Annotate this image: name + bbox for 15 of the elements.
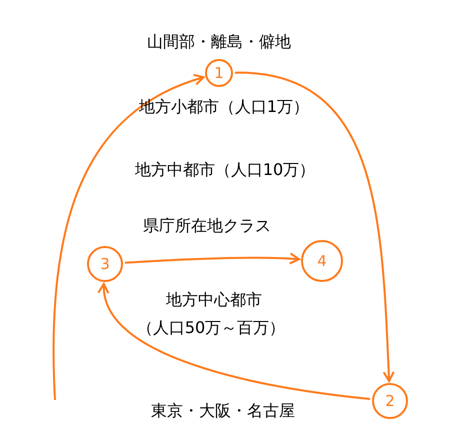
arrow xyxy=(234,72,395,382)
circled-number: 2 xyxy=(372,383,408,419)
arrow xyxy=(52,74,205,400)
circled-number: 4 xyxy=(301,240,343,282)
text-label: （人口50万～百万） xyxy=(136,318,286,338)
text-label: 地方小都市（人口1万） xyxy=(138,97,310,117)
text-label: 地方中都市（人口10万） xyxy=(134,160,316,180)
arrow xyxy=(124,252,300,265)
text-label: 東京・大阪・名古屋 xyxy=(151,401,295,421)
circled-number: 1 xyxy=(205,59,233,87)
text-label: 地方中心都市 xyxy=(166,290,262,310)
text-label: 山間部・離島・僻地 xyxy=(147,32,291,52)
circled-number: 3 xyxy=(87,246,123,282)
text-label: 県庁所在地クラス xyxy=(143,216,271,236)
arrow xyxy=(98,282,370,400)
